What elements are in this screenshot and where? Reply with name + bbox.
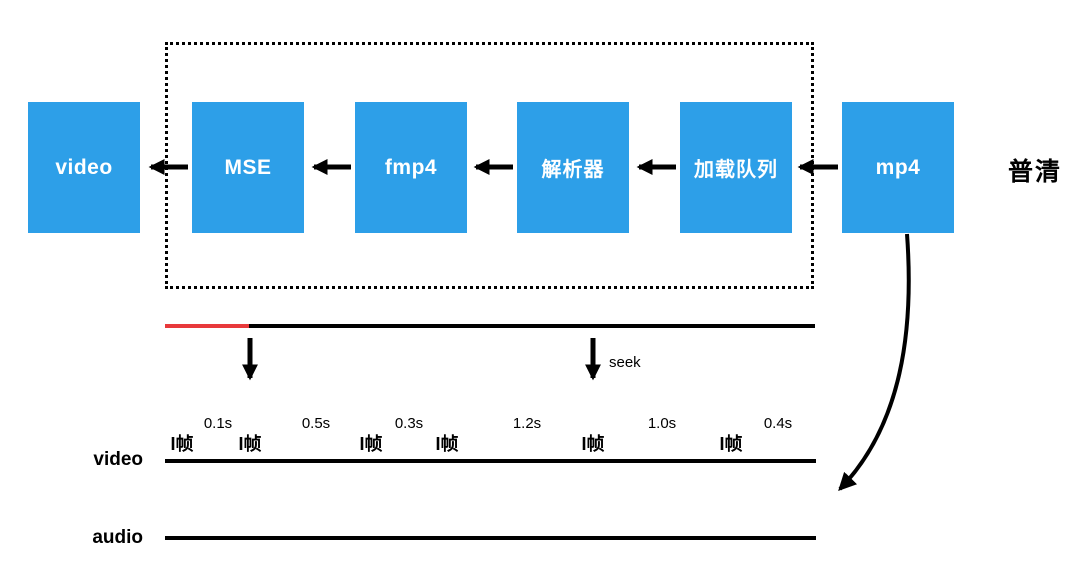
iframe-marker: I帧 [170, 434, 194, 454]
mp4-to-track-curve-arrow [838, 233, 911, 491]
video-track-label: video [93, 449, 143, 470]
iframe-marker: I帧 [238, 434, 262, 454]
seek-label: seek [609, 354, 641, 371]
iframe-marker: I帧 [359, 434, 383, 454]
gap-duration: 1.0s [647, 415, 677, 432]
iframe-marker: I帧 [719, 434, 743, 454]
pipeline-box-fmp4: fmp4 [355, 102, 467, 233]
gap-duration: 0.1s [203, 415, 233, 432]
iframe-marker: I帧 [435, 434, 459, 454]
gap-duration: 0.3s [394, 415, 424, 432]
pipeline-box-mse: MSE [192, 102, 304, 233]
player-internal-outline [165, 42, 814, 289]
pipeline-box-mp4: mp4 [842, 102, 954, 233]
pipeline-box-load-queue: 加载队列 [680, 102, 792, 233]
pipeline-box-video: video [28, 102, 140, 233]
quality-label: 普清 [1008, 158, 1063, 186]
audio-track-label: audio [92, 527, 143, 548]
gap-duration: 1.2s [512, 415, 542, 432]
gap-duration: 0.5s [301, 415, 331, 432]
pipeline-box-parser: 解析器 [517, 102, 629, 233]
gap-duration: 0.4s [763, 415, 793, 432]
iframe-marker: I帧 [581, 434, 605, 454]
